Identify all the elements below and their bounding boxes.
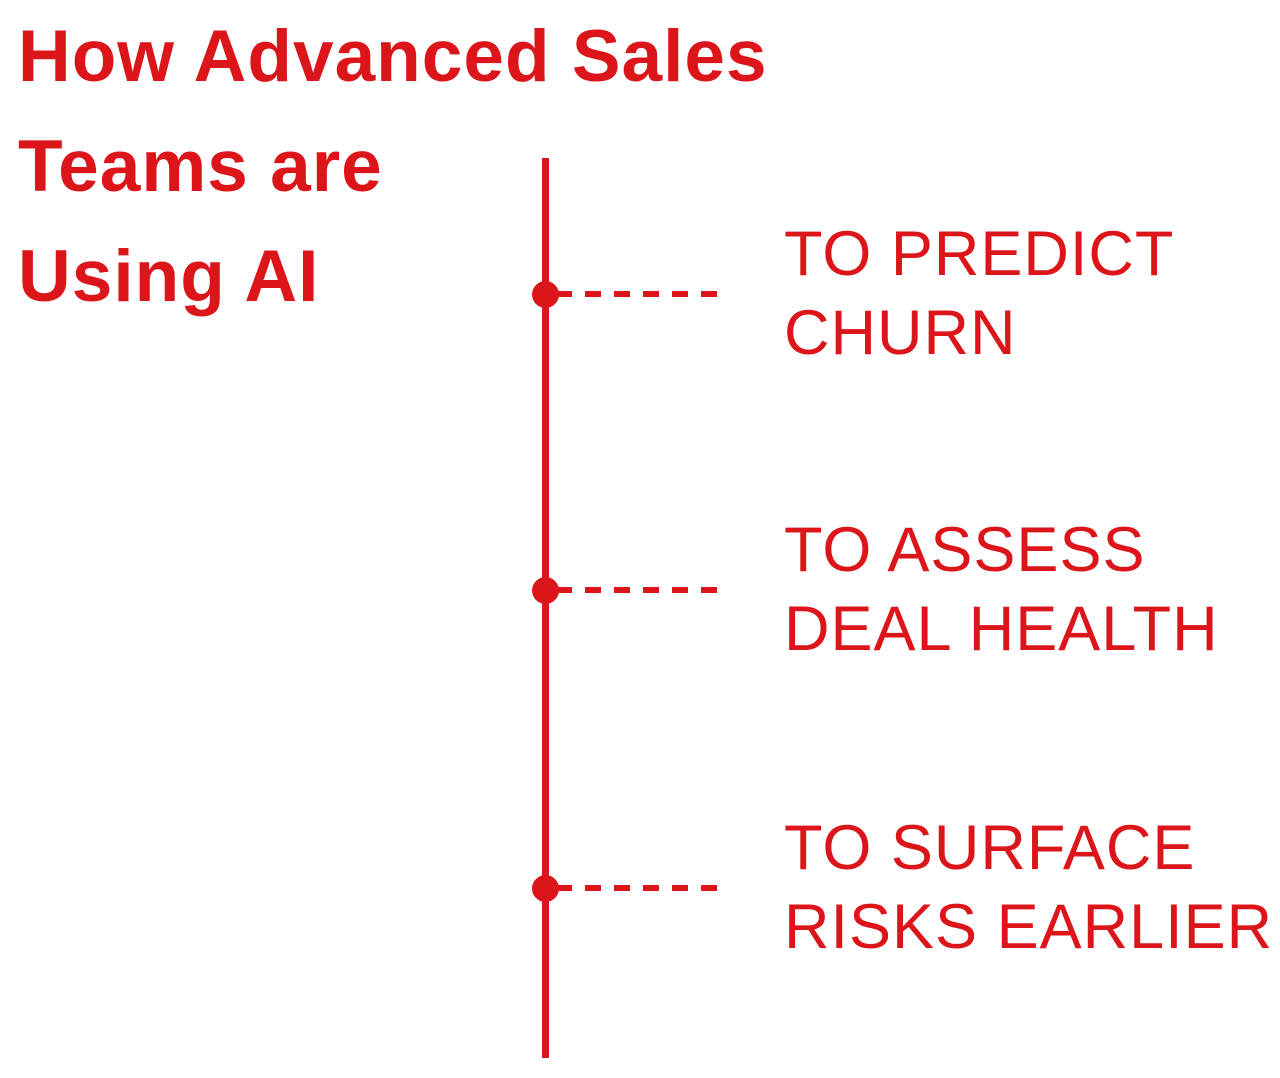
title-line: Using AI	[18, 236, 320, 317]
timeline-node-dot	[532, 875, 559, 902]
page-title: How Advanced Sales Teams are Using AI	[18, 2, 768, 332]
dashed-connector-line	[556, 587, 722, 593]
label-line: DEAL HEALTH	[784, 594, 1219, 664]
timeline-axis	[542, 158, 549, 1058]
dashed-connector-line	[556, 291, 722, 297]
timeline-node-dot	[532, 577, 559, 604]
label-line: TO ASSESS	[784, 515, 1146, 585]
title-line: How Advanced Sales	[18, 16, 768, 97]
label-line: TO SURFACE	[784, 813, 1196, 883]
label-line: TO PREDICT	[784, 219, 1175, 289]
timeline-item-label: TO ASSESS DEAL HEALTH	[784, 511, 1219, 669]
timeline-node-dot	[532, 281, 559, 308]
timeline-item-label: TO SURFACE RISKS EARLIER	[784, 809, 1273, 967]
label-line: RISKS EARLIER	[784, 892, 1274, 962]
timeline-item-label: TO PREDICT CHURN	[784, 215, 1174, 373]
title-line: Teams are	[18, 126, 383, 207]
dashed-connector-line	[556, 885, 722, 891]
label-line: CHURN	[784, 298, 1017, 368]
